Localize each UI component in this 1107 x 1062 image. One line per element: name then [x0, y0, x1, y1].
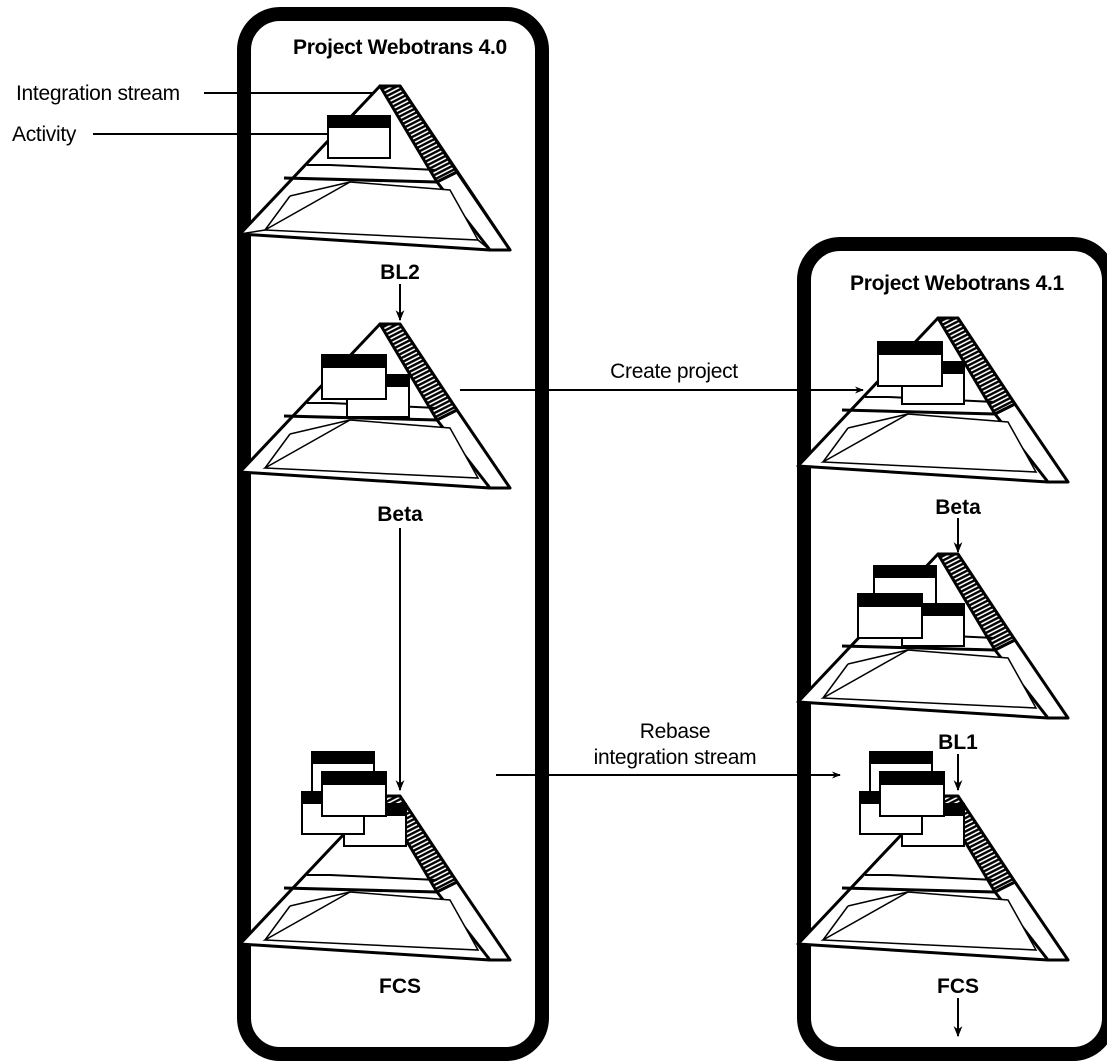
baseline-label-bl1: BL1: [938, 731, 978, 754]
stream-pyramid-fcs-4-1: [796, 751, 1070, 962]
project-title-4-0: Project Webotrans 4.0: [293, 36, 507, 59]
stream-pyramid-bl1: [796, 552, 1070, 720]
project-title-4-1: Project Webotrans 4.1: [850, 272, 1065, 295]
callout-integration-stream: Integration stream: [16, 82, 180, 105]
baseline-label-fcs-4-1: FCS: [937, 975, 979, 998]
stream-pyramid-beta-4-0: [238, 322, 512, 490]
baseline-label-beta-4-1: Beta: [935, 496, 981, 519]
baseline-label-fcs-4-0: FCS: [379, 975, 421, 998]
stream-pyramid-beta-4-1: [796, 316, 1070, 484]
baseline-label-beta-4-0: Beta: [377, 503, 423, 526]
stream-pyramid-bl2: [238, 84, 512, 252]
label-rebase-line1: Rebase: [640, 720, 711, 743]
baseline-label-bl2: BL2: [380, 261, 420, 284]
label-rebase-line2: integration stream: [594, 746, 757, 769]
callout-activity: Activity: [12, 123, 77, 146]
label-create-project: Create project: [610, 360, 738, 383]
stream-pyramid-fcs-4-0: [238, 751, 512, 962]
